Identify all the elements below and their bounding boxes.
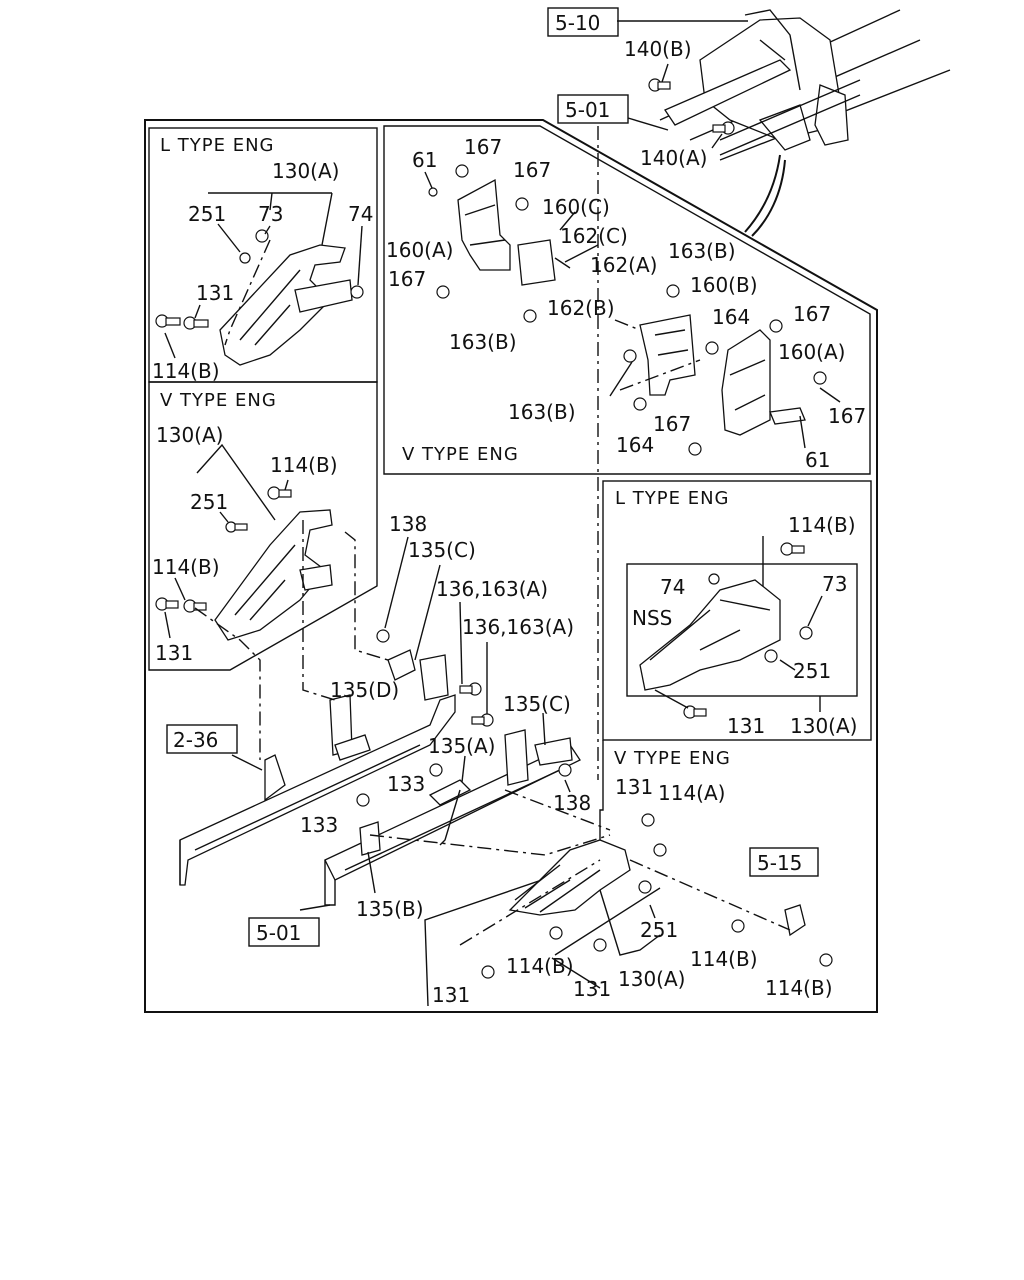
label-136-163a-a: 136,163(A) bbox=[436, 577, 548, 601]
ref-5-10: 5-10 bbox=[555, 11, 600, 35]
label-131-vr-b: 131 bbox=[573, 977, 611, 1001]
label-167-c-a: 167 bbox=[464, 135, 502, 159]
label-162b: 162(B) bbox=[547, 296, 615, 320]
label-131-vl: 131 bbox=[155, 641, 193, 665]
ref-box-5-10 bbox=[547, 7, 619, 37]
ref-5-15: 5-15 bbox=[757, 851, 802, 875]
header-l-type-right: L TYPE ENG bbox=[615, 488, 729, 509]
label-163b-c-c: 163(B) bbox=[508, 400, 576, 424]
label-251-lr: 251 bbox=[793, 659, 831, 683]
main-frame bbox=[144, 119, 878, 1013]
label-251-tl: 251 bbox=[188, 202, 226, 226]
chassis-middle bbox=[179, 520, 611, 911]
label-135d: 135(D) bbox=[330, 678, 399, 702]
label-nss: NSS bbox=[632, 606, 672, 630]
label-131-vr-c: 131 bbox=[432, 983, 470, 1007]
label-167-c-d: 167 bbox=[793, 302, 831, 326]
label-160b: 160(B) bbox=[690, 273, 758, 297]
label-114b-vr-a: 114(B) bbox=[506, 954, 574, 978]
header-l-type-topleft: L TYPE ENG bbox=[160, 135, 274, 156]
label-74-lr: 74 bbox=[660, 575, 685, 599]
label-140a: 140(A) bbox=[640, 146, 707, 170]
label-114b-lr: 114(B) bbox=[788, 513, 856, 537]
label-167-c-e: 167 bbox=[828, 404, 866, 428]
label-138-mid: 138 bbox=[553, 791, 591, 815]
label-164-c-b: 164 bbox=[616, 433, 654, 457]
label-163b-c-a: 163(B) bbox=[668, 239, 736, 263]
label-131-lr: 131 bbox=[727, 714, 765, 738]
label-135a: 135(A) bbox=[428, 734, 495, 758]
label-138-top: 138 bbox=[389, 512, 427, 536]
panel-v-type-bottom-right bbox=[424, 740, 833, 1007]
ref-box-5-15 bbox=[749, 847, 819, 877]
label-61-c: 61 bbox=[412, 148, 437, 172]
label-114b-tl: 114(B) bbox=[152, 359, 220, 383]
header-v-type-center: V TYPE ENG bbox=[402, 444, 519, 465]
label-114b-vr-b: 114(B) bbox=[690, 947, 758, 971]
label-130a-vl: 130(A) bbox=[156, 423, 223, 447]
panel-v-type-center bbox=[383, 125, 871, 780]
label-133-a: 133 bbox=[387, 772, 425, 796]
label-251-vl: 251 bbox=[190, 490, 228, 514]
label-131-vr: 131 bbox=[615, 775, 653, 799]
label-167-c-c: 167 bbox=[388, 267, 426, 291]
label-114b-vl-top: 114(B) bbox=[270, 453, 338, 477]
label-114b-vl: 114(B) bbox=[152, 555, 220, 579]
ref-box-5-01-top bbox=[557, 94, 629, 124]
label-73-lr: 73 bbox=[822, 572, 847, 596]
label-130a-lr: 130(A) bbox=[790, 714, 857, 738]
ref-5-01-top: 5-01 bbox=[565, 98, 610, 122]
label-251-vr: 251 bbox=[640, 918, 678, 942]
label-135b: 135(B) bbox=[356, 897, 424, 921]
ref-5-01-bottom: 5-01 bbox=[256, 921, 301, 945]
label-135c-top: 135(C) bbox=[408, 538, 476, 562]
label-160a-c-right: 160(A) bbox=[778, 340, 845, 364]
label-74-tl: 74 bbox=[348, 202, 373, 226]
label-61-c-b: 61 bbox=[805, 448, 830, 472]
label-164-c-a: 164 bbox=[712, 305, 750, 329]
label-162a: 162(A) bbox=[590, 253, 657, 277]
label-162c: 162(C) bbox=[560, 224, 628, 248]
ref-box-5-01-bottom bbox=[248, 917, 320, 947]
label-136-163a-b: 136,163(A) bbox=[462, 615, 574, 639]
panel-l-type-topleft bbox=[148, 127, 378, 383]
header-v-type-right: V TYPE ENG bbox=[614, 748, 731, 769]
label-140b: 140(B) bbox=[624, 37, 692, 61]
frame-assembly-top bbox=[617, 9, 951, 237]
label-167-c-b: 167 bbox=[513, 158, 551, 182]
ref-box-2-36 bbox=[166, 724, 238, 754]
label-131-tl: 131 bbox=[196, 281, 234, 305]
label-114b-vr-c: 114(B) bbox=[765, 976, 833, 1000]
label-163b-c-b: 163(B) bbox=[449, 330, 517, 354]
header-v-type-left: V TYPE ENG bbox=[160, 390, 277, 411]
ref-2-36: 2-36 bbox=[173, 728, 218, 752]
label-160a-c-left: 160(A) bbox=[386, 238, 453, 262]
label-114a: 114(A) bbox=[658, 781, 725, 805]
label-167-c-f: 167 bbox=[653, 412, 691, 436]
label-130a-tl: 130(A) bbox=[272, 159, 339, 183]
label-73-tl: 73 bbox=[258, 202, 283, 226]
panel-l-type-right bbox=[602, 480, 872, 741]
label-160c: 160(C) bbox=[542, 195, 610, 219]
label-133-b: 133 bbox=[300, 813, 338, 837]
label-135c-mid: 135(C) bbox=[503, 692, 571, 716]
label-130a-vr: 130(A) bbox=[618, 967, 685, 991]
